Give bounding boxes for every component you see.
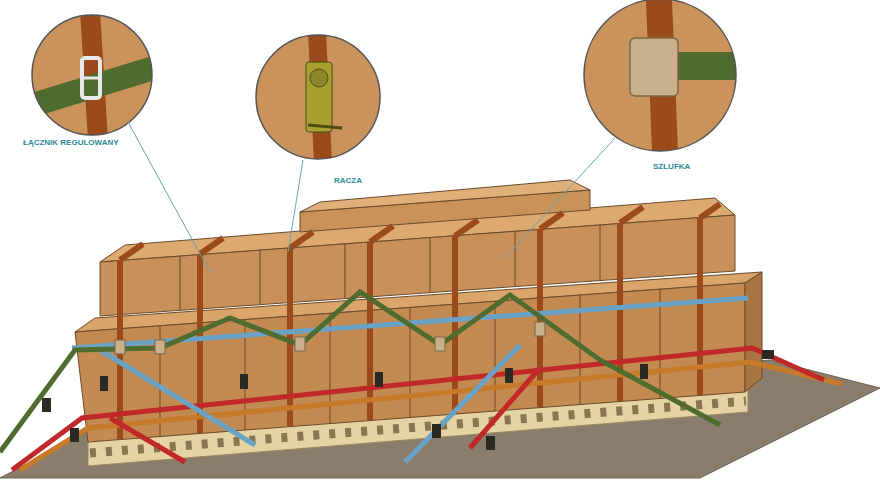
detail-circle bbox=[256, 35, 380, 159]
drawing-line bbox=[515, 231, 516, 287]
drawing-line bbox=[288, 160, 303, 252]
drawing-rect bbox=[432, 424, 441, 438]
drawing-line bbox=[452, 236, 458, 414]
drawing-rect bbox=[295, 337, 305, 351]
drawing-rect bbox=[82, 58, 100, 98]
part-label: SZLUFKA bbox=[652, 162, 691, 172]
drawing-rect bbox=[306, 62, 332, 132]
drawing-line bbox=[200, 238, 223, 254]
drawing-line bbox=[505, 138, 615, 258]
drawing-circle bbox=[310, 69, 328, 87]
drawing-rect bbox=[762, 350, 774, 359]
red-strap bbox=[470, 368, 540, 448]
drawing-rect bbox=[535, 322, 545, 336]
drawing-line bbox=[620, 207, 643, 223]
drawing-line bbox=[180, 256, 181, 310]
drawing-rect bbox=[155, 340, 165, 354]
detail-ratchet bbox=[254, 30, 382, 165]
drawing-rect bbox=[42, 398, 51, 412]
drawing-rect bbox=[70, 428, 79, 442]
drawing-line bbox=[120, 244, 143, 260]
blue-strap bbox=[405, 345, 520, 462]
drawing-line bbox=[367, 242, 373, 420]
drawing-line bbox=[84, 77, 98, 80]
detail-circle bbox=[32, 15, 152, 135]
detail-connector bbox=[25, 10, 155, 140]
part-label: ŁĄCZNIK REGULOWANY bbox=[22, 138, 120, 148]
detail-keeper bbox=[584, 0, 740, 152]
keepers bbox=[115, 322, 545, 354]
part-label: RACZA bbox=[333, 176, 363, 186]
drawing-line bbox=[287, 248, 293, 426]
drawing-line bbox=[430, 238, 431, 293]
drawing-line bbox=[260, 250, 261, 305]
drawing-rect bbox=[630, 38, 678, 96]
drawing-line bbox=[700, 204, 720, 218]
drawing-rect bbox=[100, 376, 108, 391]
drawing-line bbox=[128, 122, 210, 272]
drawing-rect bbox=[486, 436, 495, 450]
drawing-line bbox=[345, 244, 346, 299]
drawing-rect bbox=[435, 337, 445, 351]
drawing-rect bbox=[640, 364, 648, 379]
drawing-polygon bbox=[25, 55, 155, 120]
detail-circle bbox=[584, 0, 736, 151]
red-strap bbox=[110, 418, 185, 462]
drawing-rect bbox=[240, 374, 248, 389]
ratchets bbox=[42, 350, 774, 450]
blue-strap bbox=[100, 350, 255, 445]
box-side bbox=[745, 272, 762, 392]
drawing-rect bbox=[375, 372, 383, 387]
drawing-line bbox=[308, 125, 342, 128]
drawing-rect bbox=[505, 368, 513, 383]
drawing-line bbox=[370, 226, 393, 242]
box-front bbox=[100, 215, 735, 316]
drawing-line bbox=[600, 225, 601, 281]
drawing-rect bbox=[115, 340, 125, 354]
green-strap bbox=[0, 292, 720, 452]
leader-lines bbox=[128, 122, 615, 272]
drawing-line bbox=[455, 220, 478, 236]
drawing-line bbox=[290, 232, 313, 248]
